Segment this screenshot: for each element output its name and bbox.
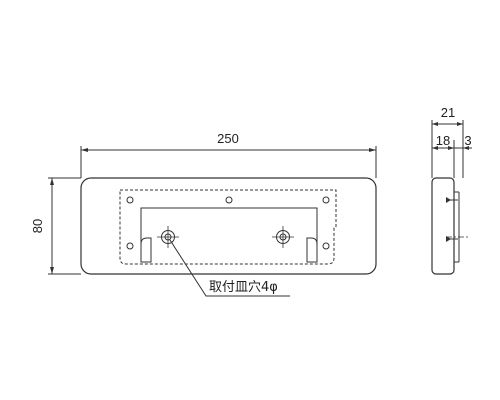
small-hole-top-left [126, 196, 134, 204]
hole-callout-leader [169, 239, 290, 297]
width-dimension-label: 250 [217, 131, 239, 146]
width-arrow-right [369, 148, 376, 152]
width-arrow-left [81, 148, 88, 152]
total-depth-arrow-right [457, 122, 463, 126]
depth-b-arrow [463, 146, 469, 150]
hole-callout-label: 取付皿穴4φ [209, 280, 278, 295]
total-depth-arrow-left [432, 122, 438, 126]
hidden-recess-outline [119, 189, 337, 265]
height-arrow-top [50, 178, 54, 185]
side-screw-top [446, 197, 458, 203]
total-depth-label: 21 [441, 105, 455, 120]
side-body [431, 177, 455, 275]
small-hole-top-right [322, 196, 330, 204]
height-dimension-label: 80 [30, 219, 45, 233]
small-hole-bottom-right [322, 242, 330, 250]
inner-bracket [140, 207, 318, 256]
depth-b-label: 3 [464, 133, 471, 148]
small-hole-bottom-left [126, 242, 134, 250]
front-view [48, 146, 377, 297]
height-arrow-bottom [50, 267, 54, 274]
depth-a-arrow-right [448, 146, 454, 150]
side-screw-bottom [446, 236, 458, 242]
tab-left [140, 237, 152, 263]
tab-right [306, 237, 318, 263]
depth-a-label: 18 [436, 133, 450, 148]
plate-outline [80, 177, 377, 275]
depth-a-arrow-left [432, 146, 438, 150]
countersunk-hole-right [272, 226, 294, 248]
countersunk-hole-left [157, 226, 179, 248]
small-hole-top-center [225, 196, 233, 204]
side-view [431, 120, 472, 275]
